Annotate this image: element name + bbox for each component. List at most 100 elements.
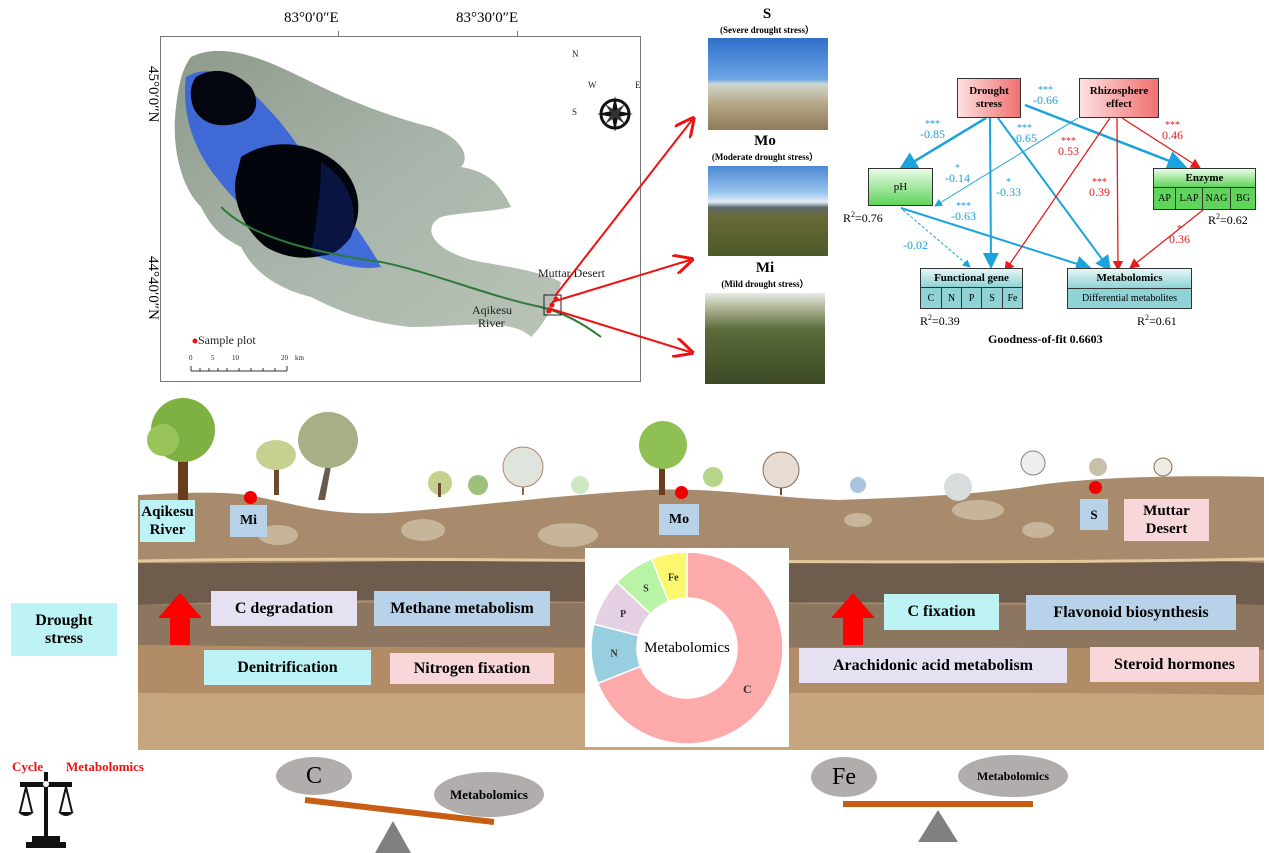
donut-label-c: C <box>743 682 752 696</box>
process-methane-metabolism: Methane metabolism <box>374 591 550 626</box>
latitude-label: 45°0′0″N <box>145 66 161 123</box>
up-arrow-icon <box>158 593 202 645</box>
node-enzyme: Enzyme <box>1153 168 1256 188</box>
latitude-label: 44°40′0″N <box>145 256 161 320</box>
scales-icon <box>18 772 74 848</box>
node-label: effect <box>1106 98 1132 110</box>
photo-mild <box>705 293 825 384</box>
seesaw-left <box>304 797 495 853</box>
process-flavonoid-biosynthesis: Flavonoid biosynthesis <box>1026 595 1236 630</box>
scale-tick: 10 <box>232 354 239 362</box>
donut-label-n: N <box>611 649 619 660</box>
shrub-icon <box>944 473 972 501</box>
donut-label-fe: Fe <box>668 572 679 583</box>
sample-dot-s <box>1089 481 1102 494</box>
node-label: Metabolomics <box>1096 272 1163 284</box>
process-arachidonic-acid-metabolism: Arachidonic acid metabolism <box>799 648 1067 683</box>
node-label: Functional gene <box>934 271 1009 284</box>
gene-p: P <box>962 288 982 308</box>
donut-label-p: P <box>620 609 626 620</box>
seesaw-beam <box>304 797 495 825</box>
shrub-icon <box>1153 457 1173 477</box>
r2-ph: R2=0.76 <box>843 210 883 225</box>
map-label-river: River <box>478 316 505 330</box>
path-drought-functional <box>982 117 999 269</box>
path-drought-metabolomics <box>997 117 1112 272</box>
process-denitrification: Denitrification <box>204 650 371 685</box>
coef-drought-ph: ***-0.85 <box>920 119 945 141</box>
ellipse-metabolomics-right: Metabolomics <box>958 755 1068 797</box>
ellipse-c: C <box>276 757 352 795</box>
scale-unit: km <box>295 354 304 362</box>
tree-icon <box>298 412 358 500</box>
legend-sample-plot: Sample plot <box>198 333 256 347</box>
enzyme-nag: NAG <box>1203 188 1231 209</box>
tree-icon <box>639 421 687 495</box>
enzyme-bg: BG <box>1236 193 1250 204</box>
compass-n: N <box>572 49 579 59</box>
functional-gene-subgroups: C N P S Fe <box>920 288 1023 309</box>
tree-icon <box>762 451 800 495</box>
photo-code: Mo <box>754 133 776 149</box>
node-metabolomics: Metabolomics <box>1067 268 1192 289</box>
satellite-map-graphic <box>174 50 633 372</box>
legend-cycle: Cycle <box>12 759 44 774</box>
node-label: Enzyme <box>1185 171 1224 184</box>
map-label-muttar-desert: Muttar Desert <box>538 266 605 280</box>
photo-code: Mi <box>755 260 775 276</box>
coef-drought-enzyme: ***-0.66 <box>1033 85 1058 107</box>
enzyme-lap: LAP <box>1176 188 1203 209</box>
photo-desc: (Severe drought stress） <box>720 25 814 35</box>
node-label: stress <box>975 98 1003 110</box>
r2-enzyme: R2=0.62 <box>1208 212 1248 227</box>
gene-fe: Fe <box>1007 292 1018 304</box>
map-tick <box>338 31 339 37</box>
longitude-label: 83°30′0″E <box>456 10 519 26</box>
coef-rhizo-functional: ***0.53 <box>1058 136 1079 158</box>
arrow-to-S <box>554 120 692 297</box>
coef-rhizo-metabolomics: ***0.39 <box>1089 177 1110 199</box>
site-label-mo: Mo <box>659 504 699 535</box>
ellipse-fe: Fe <box>811 757 877 797</box>
photo-pointer-arrows <box>547 110 700 360</box>
photo-code: S <box>762 6 772 22</box>
coef-ph-metabolomics: ***-0.63 <box>951 201 976 223</box>
coef-drought-metabolomics: ***-0.65 <box>1012 123 1037 145</box>
node-ph: pH <box>868 168 933 206</box>
shrub-icon <box>703 467 723 487</box>
path-rhizo-metabolomics <box>1112 117 1124 272</box>
satellite-image <box>160 36 641 382</box>
legend-metabolomics: Metabolomics <box>66 759 144 774</box>
path-drought-enzyme <box>1024 103 1188 171</box>
photo-moderate <box>708 166 828 256</box>
donut-label-s: S <box>643 584 649 595</box>
sample-dot-mo <box>675 486 688 499</box>
map-tick <box>517 31 518 37</box>
tree-icon <box>502 446 544 495</box>
seesaw-pivot <box>918 810 958 842</box>
shrub-icon <box>850 477 866 493</box>
differential-metabolites: Differential metabolites <box>1081 293 1178 304</box>
shrub-icon <box>428 471 452 497</box>
sample-dot-mi <box>244 491 257 504</box>
photo-title-Mi: Mi (Mild drought stress） <box>700 260 830 290</box>
r2-functional: R2=0.39 <box>920 313 960 328</box>
coef-rhizo-ph: *-0.14 <box>945 163 970 185</box>
up-arrow-icon <box>831 593 875 645</box>
goodness-of-fit: Goodness-of-fit 0.6603 <box>988 332 1103 346</box>
compass-rose-icon <box>610 64 612 66</box>
tree-icon <box>256 440 296 495</box>
gene-c: C <box>921 288 942 308</box>
gene-n: N <box>942 288 962 308</box>
coef-rhizo-enzyme: ***0.46 <box>1162 120 1183 142</box>
sem-arrows <box>897 103 1204 273</box>
coef-enzyme-metabolomics: *0.36 <box>1169 224 1190 246</box>
photo-desc: (Moderate drought stress） <box>711 152 819 162</box>
enzyme-ap: AP <box>1154 188 1176 209</box>
coef-drought-functional: *-0.33 <box>996 177 1021 199</box>
scale-tick: 5 <box>211 354 215 362</box>
